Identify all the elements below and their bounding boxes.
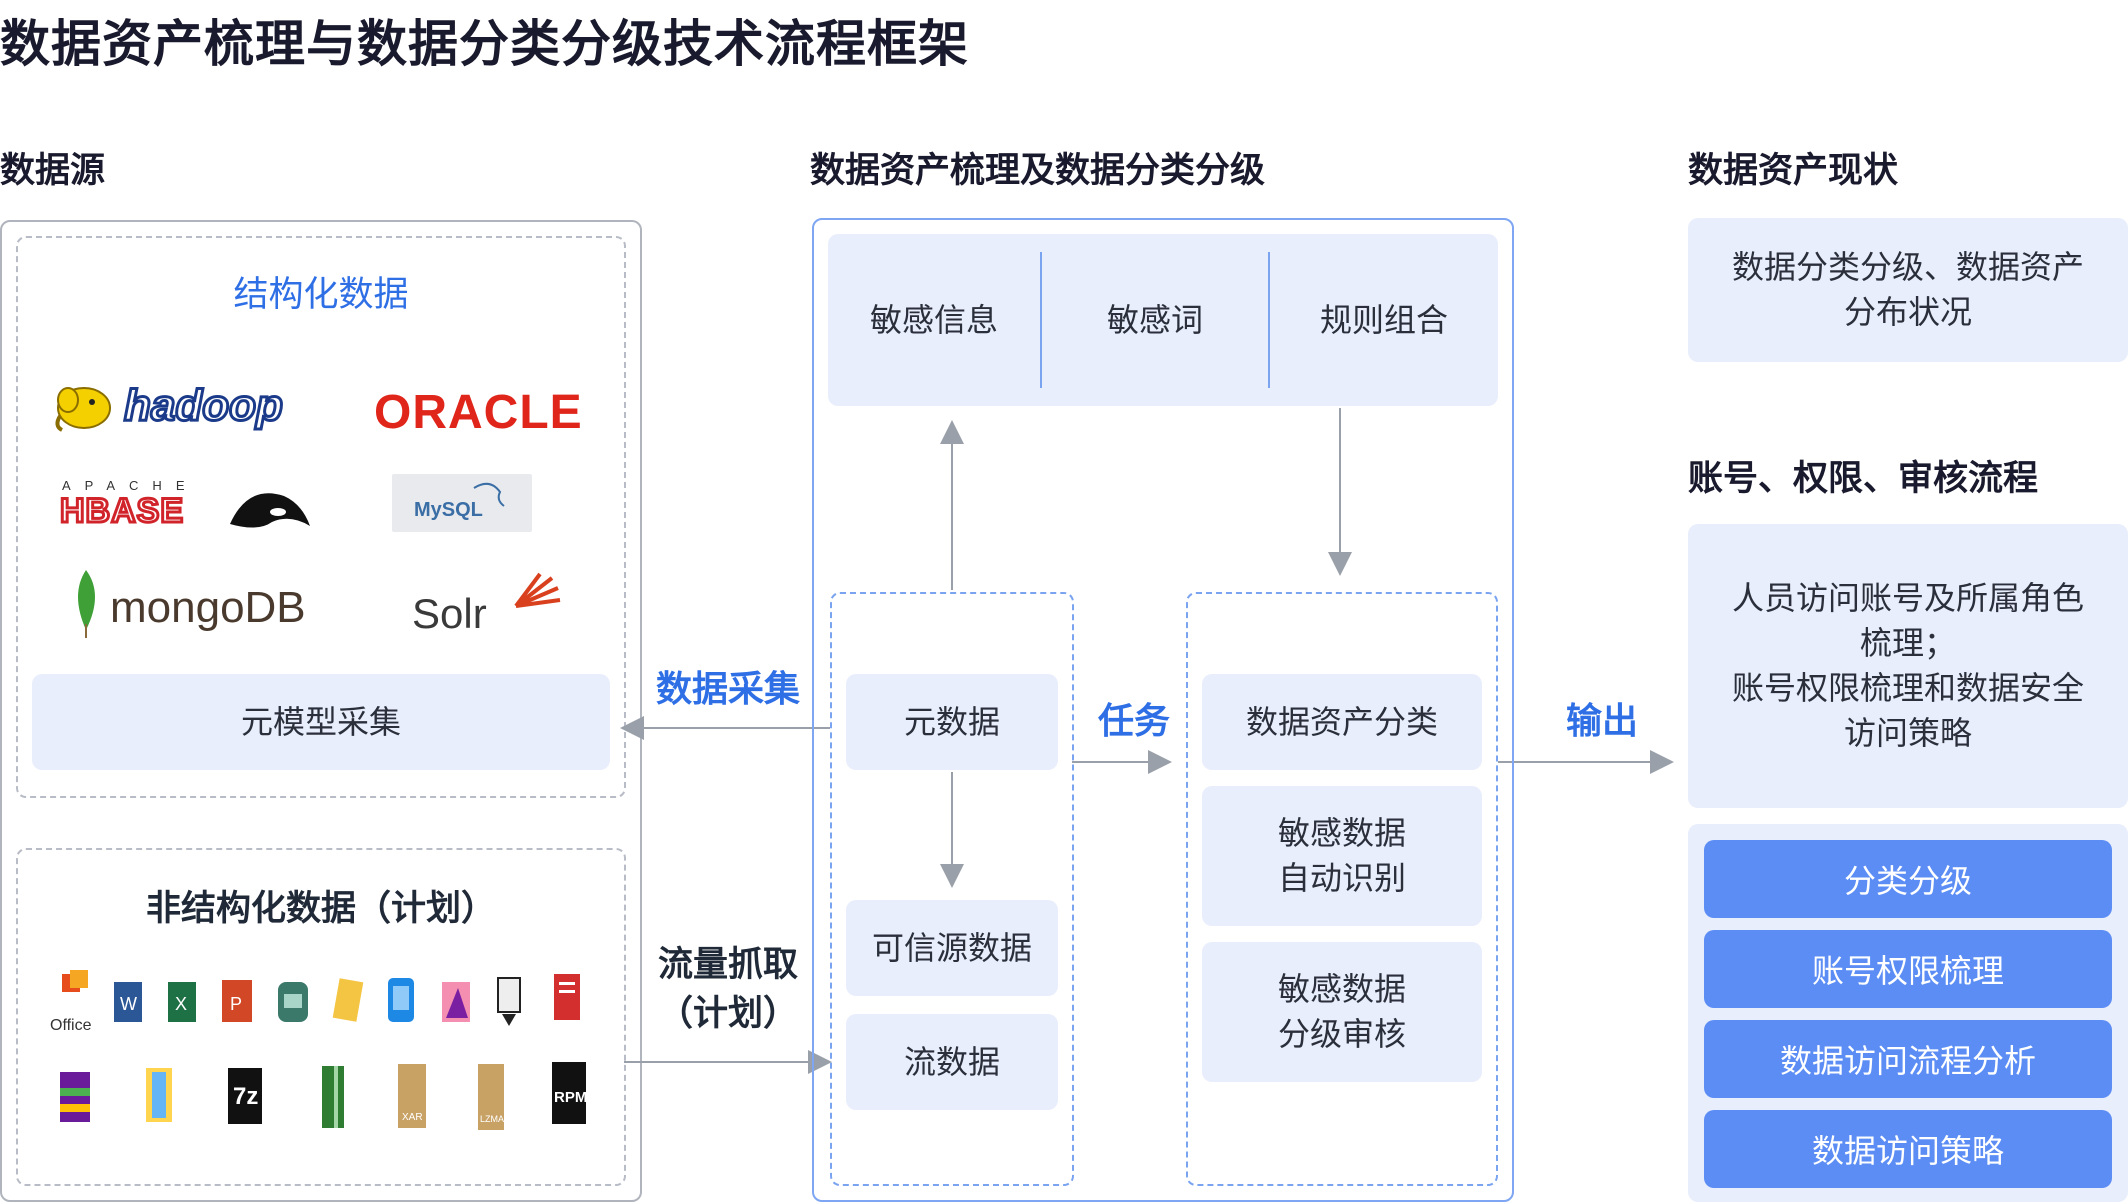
access-policy-button[interactable]: 数据访问策略 [1704, 1110, 2112, 1188]
svg-text:P: P [230, 994, 242, 1014]
data-source-panel [0, 220, 642, 1202]
trusted-source-box: 可信源数据 [846, 900, 1058, 996]
rule-combination: 规则组合 [1319, 301, 1448, 338]
svg-text:7z: 7z [233, 1083, 258, 1110]
output-label: 输出 [1566, 700, 1639, 741]
solr-logo-text: Solr [412, 590, 487, 637]
rules-divider-2 [1268, 252, 1270, 388]
rpm-icon: RPM [552, 1062, 587, 1124]
structured-data-title: 结构化数据 [233, 275, 409, 314]
account-permission-box: 人员访问账号及所属角色 梳理； 账号权限梳理和数据安全 访问策略 [1688, 524, 2128, 808]
unstructured-data-title: 非结构化数据（计划） [145, 889, 496, 928]
column-title-source: 数据源 [0, 151, 106, 190]
structured-data-group [16, 236, 626, 798]
pdf-icon [554, 974, 580, 1020]
download-icon [497, 977, 521, 1026]
svg-text:RPM: RPM [554, 1089, 587, 1106]
classify-grade-button[interactable]: 分类分级 [1704, 840, 2112, 918]
unstructured-data-group [16, 848, 626, 1186]
traffic-capture-label: 流量抓取 （计划） [657, 945, 798, 1033]
mysql-logo: MySQL [392, 474, 532, 532]
asset-classification-box: 数据资产分类 [1202, 674, 1482, 770]
powerpoint-icon: P [222, 980, 252, 1022]
winrar-icon [60, 1072, 90, 1122]
task-label: 任务 [1098, 700, 1171, 741]
auto-identify-box: 敏感数据 自动识别 [1202, 786, 1482, 926]
svg-text:Office: Office [50, 1017, 92, 1034]
hbase-logo: APACHE HBASE [58, 470, 318, 540]
data-collect-label: 数据采集 [656, 668, 801, 709]
svg-text:XAR: XAR [402, 1112, 423, 1123]
metamodel-collect-box: 元模型采集 [32, 674, 610, 770]
account-section-title: 账号、权限、审核流程 [1688, 459, 2039, 498]
lzma-icon: LZMA [478, 1064, 504, 1130]
hadoop-logo: hadoop [52, 370, 322, 440]
mongodb-logo-text: mongoDB [110, 583, 306, 632]
mongodb-logo: mongoDB [66, 564, 316, 644]
oracle-logo: ORACLE [370, 380, 590, 440]
account-permission-button[interactable]: 账号权限梳理 [1704, 930, 2112, 1008]
grading-review-box: 敏感数据 分级审核 [1202, 942, 1482, 1082]
metadata-box: 元数据 [846, 674, 1058, 770]
rules-bar [828, 234, 1498, 406]
page-title: 数据资产梳理与数据分类分级技术流程框架 [0, 16, 969, 72]
hbase-logo-apache: APACHE [62, 478, 199, 493]
hbase-logo-text: HBASE [60, 492, 184, 530]
excel-icon: X [168, 982, 196, 1022]
book-icon [322, 1066, 344, 1128]
archive-icon [278, 982, 308, 1022]
7z-icon: 7z [228, 1068, 262, 1124]
svg-text:W: W [120, 994, 137, 1014]
hadoop-logo-text: hadoop [124, 381, 283, 430]
notes-icon [332, 978, 364, 1022]
oracle-logo-text: ORACLE [374, 386, 583, 439]
mobile-icon [388, 978, 414, 1022]
word-icon: W [114, 982, 142, 1022]
picture-icon [442, 982, 470, 1022]
file-icons-row-1: Office W X P [48, 968, 628, 1048]
xar-icon: XAR [398, 1064, 426, 1128]
asset-classification-panel [812, 218, 1514, 1202]
svg-text:LZMA: LZMA [480, 1114, 504, 1124]
classification-group [1186, 592, 1498, 1186]
column-title-middle: 数据资产梳理及数据分类分级 [810, 151, 1266, 190]
data-sources-group [830, 592, 1074, 1186]
office-icon: Office [50, 970, 92, 1034]
rule-sensitive-word: 敏感词 [1106, 301, 1203, 338]
zip-icon [146, 1068, 172, 1122]
file-icons-row-2: 7z XAR LZMA RPM [48, 1058, 628, 1148]
rules-divider-1 [1040, 252, 1042, 388]
asset-status-box: 数据分类分级、数据资产 分布状况 [1688, 218, 2128, 362]
column-title-right: 数据资产现状 [1688, 151, 1899, 190]
stream-data-box: 流数据 [846, 1014, 1058, 1110]
rule-sensitive-info: 敏感信息 [869, 301, 998, 338]
solr-logo: Solr [408, 570, 568, 640]
access-flow-analysis-button[interactable]: 数据访问流程分析 [1704, 1020, 2112, 1098]
mysql-logo-text: MySQL [414, 499, 483, 521]
svg-text:X: X [175, 994, 187, 1014]
